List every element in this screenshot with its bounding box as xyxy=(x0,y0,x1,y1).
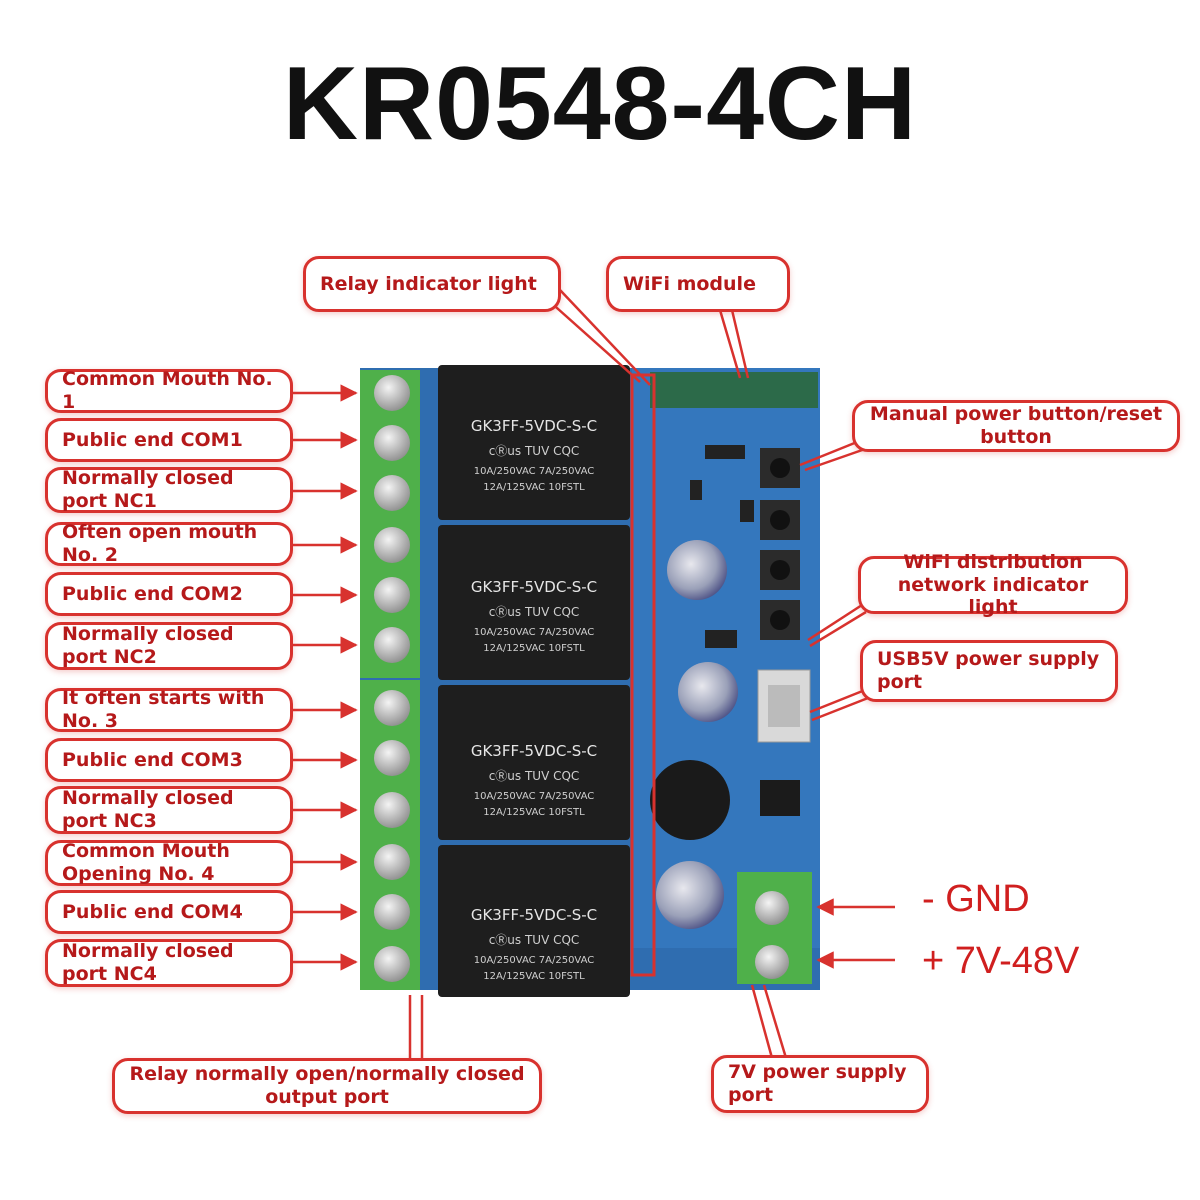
svg-text:10A/250VAC 7A/250VAC: 10A/250VAC 7A/250VAC xyxy=(474,791,595,802)
callout-wifi-indicator: WiFi distribution network indicator ligh… xyxy=(858,551,1128,618)
callout-left-1: Common Mouth No. 1 xyxy=(45,368,293,413)
callout-usb-port: USB5V power supply port xyxy=(860,640,1118,702)
svg-text:10A/250VAC 7A/250VAC: 10A/250VAC 7A/250VAC xyxy=(474,955,595,966)
callout-left-10: Common Mouth Opening No. 4 xyxy=(45,840,293,886)
reset-buttons xyxy=(760,448,800,640)
svg-text:10A/250VAC 7A/250VAC: 10A/250VAC 7A/250VAC xyxy=(474,627,595,638)
capacitor xyxy=(667,540,727,600)
svg-text:12A/125VAC 10FSTL: 12A/125VAC 10FSTL xyxy=(483,643,585,654)
callout-left-8: Public end COM3 xyxy=(45,738,293,782)
terminal-block-left xyxy=(360,370,420,678)
relay-1: GK3FF-5VDC-S-C cⓇus TUV CQC 10A/250VAC 7… xyxy=(438,365,630,520)
product-title: KR0548-4CH xyxy=(282,46,918,162)
relay-indicator-highlight xyxy=(630,373,656,977)
callout-left-7: It often starts with No. 3 xyxy=(45,687,293,732)
capacitor xyxy=(678,662,738,722)
svg-text:GK3FF-5VDC-S-C: GK3FF-5VDC-S-C xyxy=(471,417,597,435)
wifi-module xyxy=(650,372,818,408)
svg-text:cⓇus TUV CQC: cⓇus TUV CQC xyxy=(489,444,580,458)
callout-relay-output: Relay normally open/normally closed outp… xyxy=(112,1058,542,1114)
leader-lines xyxy=(408,289,869,1062)
callout-left-12: Normally closed port NC4 xyxy=(45,939,293,987)
svg-text:cⓇus TUV CQC: cⓇus TUV CQC xyxy=(489,769,580,783)
callout-left-3: Normally closed port NC1 xyxy=(45,467,293,513)
relay-3: GK3FF-5VDC-S-C cⓇus TUV CQC 10A/250VAC 7… xyxy=(438,685,630,840)
inductor xyxy=(650,760,730,840)
svg-text:GK3FF-5VDC-S-C: GK3FF-5VDC-S-C xyxy=(471,906,597,924)
callout-reset-button: Manual power button/reset button xyxy=(852,400,1180,452)
svg-text:GK3FF-5VDC-S-C: GK3FF-5VDC-S-C xyxy=(471,742,597,760)
callout-left-6: Normally closed port NC2 xyxy=(45,622,293,670)
callout-left-9: Normally closed port NC3 xyxy=(45,786,293,834)
gnd-label: - GND xyxy=(922,878,1030,920)
svg-text:12A/125VAC 10FSTL: 12A/125VAC 10FSTL xyxy=(483,482,585,493)
callout-left-11: Public end COM4 xyxy=(45,890,293,934)
capacitor xyxy=(656,861,724,929)
relay-2: GK3FF-5VDC-S-C cⓇus TUV CQC 10A/250VAC 7… xyxy=(438,525,630,680)
svg-text:10A/250VAC 7A/250VAC: 10A/250VAC 7A/250VAC xyxy=(474,466,595,477)
callout-left-4: Often open mouth No. 2 xyxy=(45,521,293,566)
power-arrows xyxy=(816,898,895,969)
callout-left-5: Public end COM2 xyxy=(45,572,293,616)
relay-4: GK3FF-5VDC-S-C cⓇus TUV CQC 10A/250VAC 7… xyxy=(438,845,630,997)
svg-text:cⓇus TUV CQC: cⓇus TUV CQC xyxy=(489,605,580,619)
svg-text:cⓇus TUV CQC: cⓇus TUV CQC xyxy=(489,933,580,947)
terminal-screws xyxy=(374,375,410,982)
callout-left-2: Public end COM1 xyxy=(45,418,293,462)
svg-text:GK3FF-5VDC-S-C: GK3FF-5VDC-S-C xyxy=(471,578,597,596)
left-arrows xyxy=(292,384,358,971)
callout-wifi-module: WiFi module xyxy=(606,256,790,312)
vin-label: + 7V-48V xyxy=(922,940,1080,982)
svg-text:12A/125VAC 10FSTL: 12A/125VAC 10FSTL xyxy=(483,807,585,818)
svg-text:12A/125VAC 10FSTL: 12A/125VAC 10FSTL xyxy=(483,971,585,982)
usb-port xyxy=(757,669,811,743)
callout-relay-indicator: Relay indicator light xyxy=(303,256,561,312)
terminal-block-left xyxy=(360,680,420,990)
callout-power-port: 7V power supply port xyxy=(711,1055,929,1113)
